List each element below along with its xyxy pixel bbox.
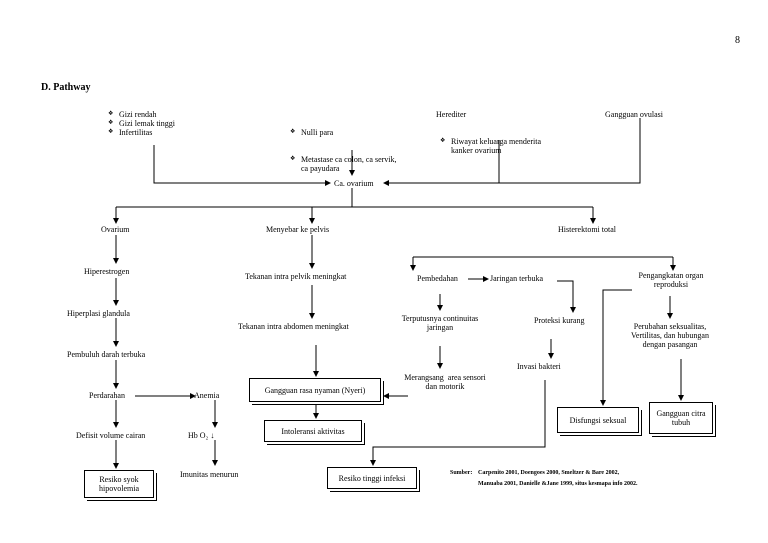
risk-factor-item: Nulli para xyxy=(290,128,397,137)
node-imunitas: Imunitas menurun xyxy=(180,470,239,479)
diagnosis-label: Disfungsi seksual xyxy=(569,415,627,425)
risk-factors-group-1: Gizi rendah Gizi lemak tinggi Infertilit… xyxy=(108,110,175,137)
node-perdarahan: Perdarahan xyxy=(89,391,125,400)
node-defisit: Defisit volume cairan xyxy=(76,431,146,440)
branch-menyebar: Menyebar ke pelvis xyxy=(266,225,330,234)
diagnosis-nyeri: Gangguan rasa nyaman (Nyeri) xyxy=(249,378,381,402)
node-pengangkatan: Pengangkatan organ reproduksi xyxy=(638,271,704,289)
page-number: 8 xyxy=(735,35,740,46)
risk-factor-item: Gizi rendah xyxy=(108,110,175,119)
diagnosis-resiko-syok: Resiko syok hipovolemia xyxy=(84,470,154,498)
risk-factors-group-3: Riwayat keluarga menderita kanker ovariu… xyxy=(440,119,541,164)
citation-line-1: Carpenito 2001, Doengoes 2000, Smeltzer … xyxy=(478,470,620,476)
section-title: D. Pathway xyxy=(41,82,91,93)
diagnosis-resiko-infeksi: Resiko tinggi infeksi xyxy=(327,467,417,489)
node-hiperestrogen: Hiperestrogen xyxy=(84,267,130,276)
diagnosis-label: Resiko tinggi infeksi xyxy=(338,473,406,483)
node-terputusnya: Terputusnya continuitas jaringan xyxy=(401,314,479,332)
diagnosis-citra: Gangguan citra tubuh xyxy=(649,402,713,434)
risk-factor-item: Riwayat keluarga menderita kanker ovariu… xyxy=(440,137,541,155)
citation-line-2: Manuaba 2001, Danielle &Jane 1999, situs… xyxy=(478,481,638,487)
node-tekanan-pelvik: Tekanan intra pelvik meningkat xyxy=(245,272,347,281)
node-hb: Hb O₂ ↓ xyxy=(188,431,215,440)
node-anemia: Anemia xyxy=(194,391,220,400)
node-proteksi: Proteksi kurang xyxy=(534,316,585,325)
risk-factors-group-2: Nulli para Metastase ca colon, ca servik… xyxy=(290,110,397,182)
node-tekanan-abdomen: Tekanan intra abdomen meningkat xyxy=(238,322,349,331)
node-perubahan: Perubahan seksualitas, Vertilitas, dan h… xyxy=(631,322,709,349)
node-hiperplasi: Hiperplasi glandula xyxy=(67,309,130,318)
gangguan-ovulasi: Gangguan ovulasi xyxy=(605,110,663,119)
citation-label: Sumber: xyxy=(450,470,473,476)
risk-factor-item: Metastase ca colon, ca servik, ca payuda… xyxy=(290,155,397,173)
diagnosis-disfungsi: Disfungsi seksual xyxy=(557,407,639,433)
node-pembuluh: Pembuluh darah terbuka xyxy=(67,350,146,359)
diagnosis-label: Gangguan rasa nyaman (Nyeri) xyxy=(264,385,366,395)
branch-ovarium: Ovarium xyxy=(101,225,130,234)
node-jaringan-terbuka: Jaringan terbuka xyxy=(490,274,544,283)
node-invasi: Invasi bakteri xyxy=(517,362,561,371)
risk-factor-item: Gizi lemak tinggi xyxy=(108,119,175,128)
node-pembedahan: Pembedahan xyxy=(417,274,458,283)
diagnosis-label: Gangguan citra tubuh xyxy=(656,409,706,427)
ca-ovarium-node: Ca. ovarium xyxy=(334,179,374,188)
diagnosis-intoleransi: Intoleransi aktivitas xyxy=(264,420,362,442)
branch-histerektomi: Histerektomi total xyxy=(558,225,616,234)
risk-factor-item: Infertilitas xyxy=(108,128,175,137)
diagnosis-label: Resiko syok hipovolemia xyxy=(99,475,139,493)
node-merangsang: Merangsang area sensori dan motorik xyxy=(404,373,486,391)
herediter-label: Herediter xyxy=(436,110,467,119)
diagnosis-label: Intoleransi aktivitas xyxy=(281,426,345,436)
